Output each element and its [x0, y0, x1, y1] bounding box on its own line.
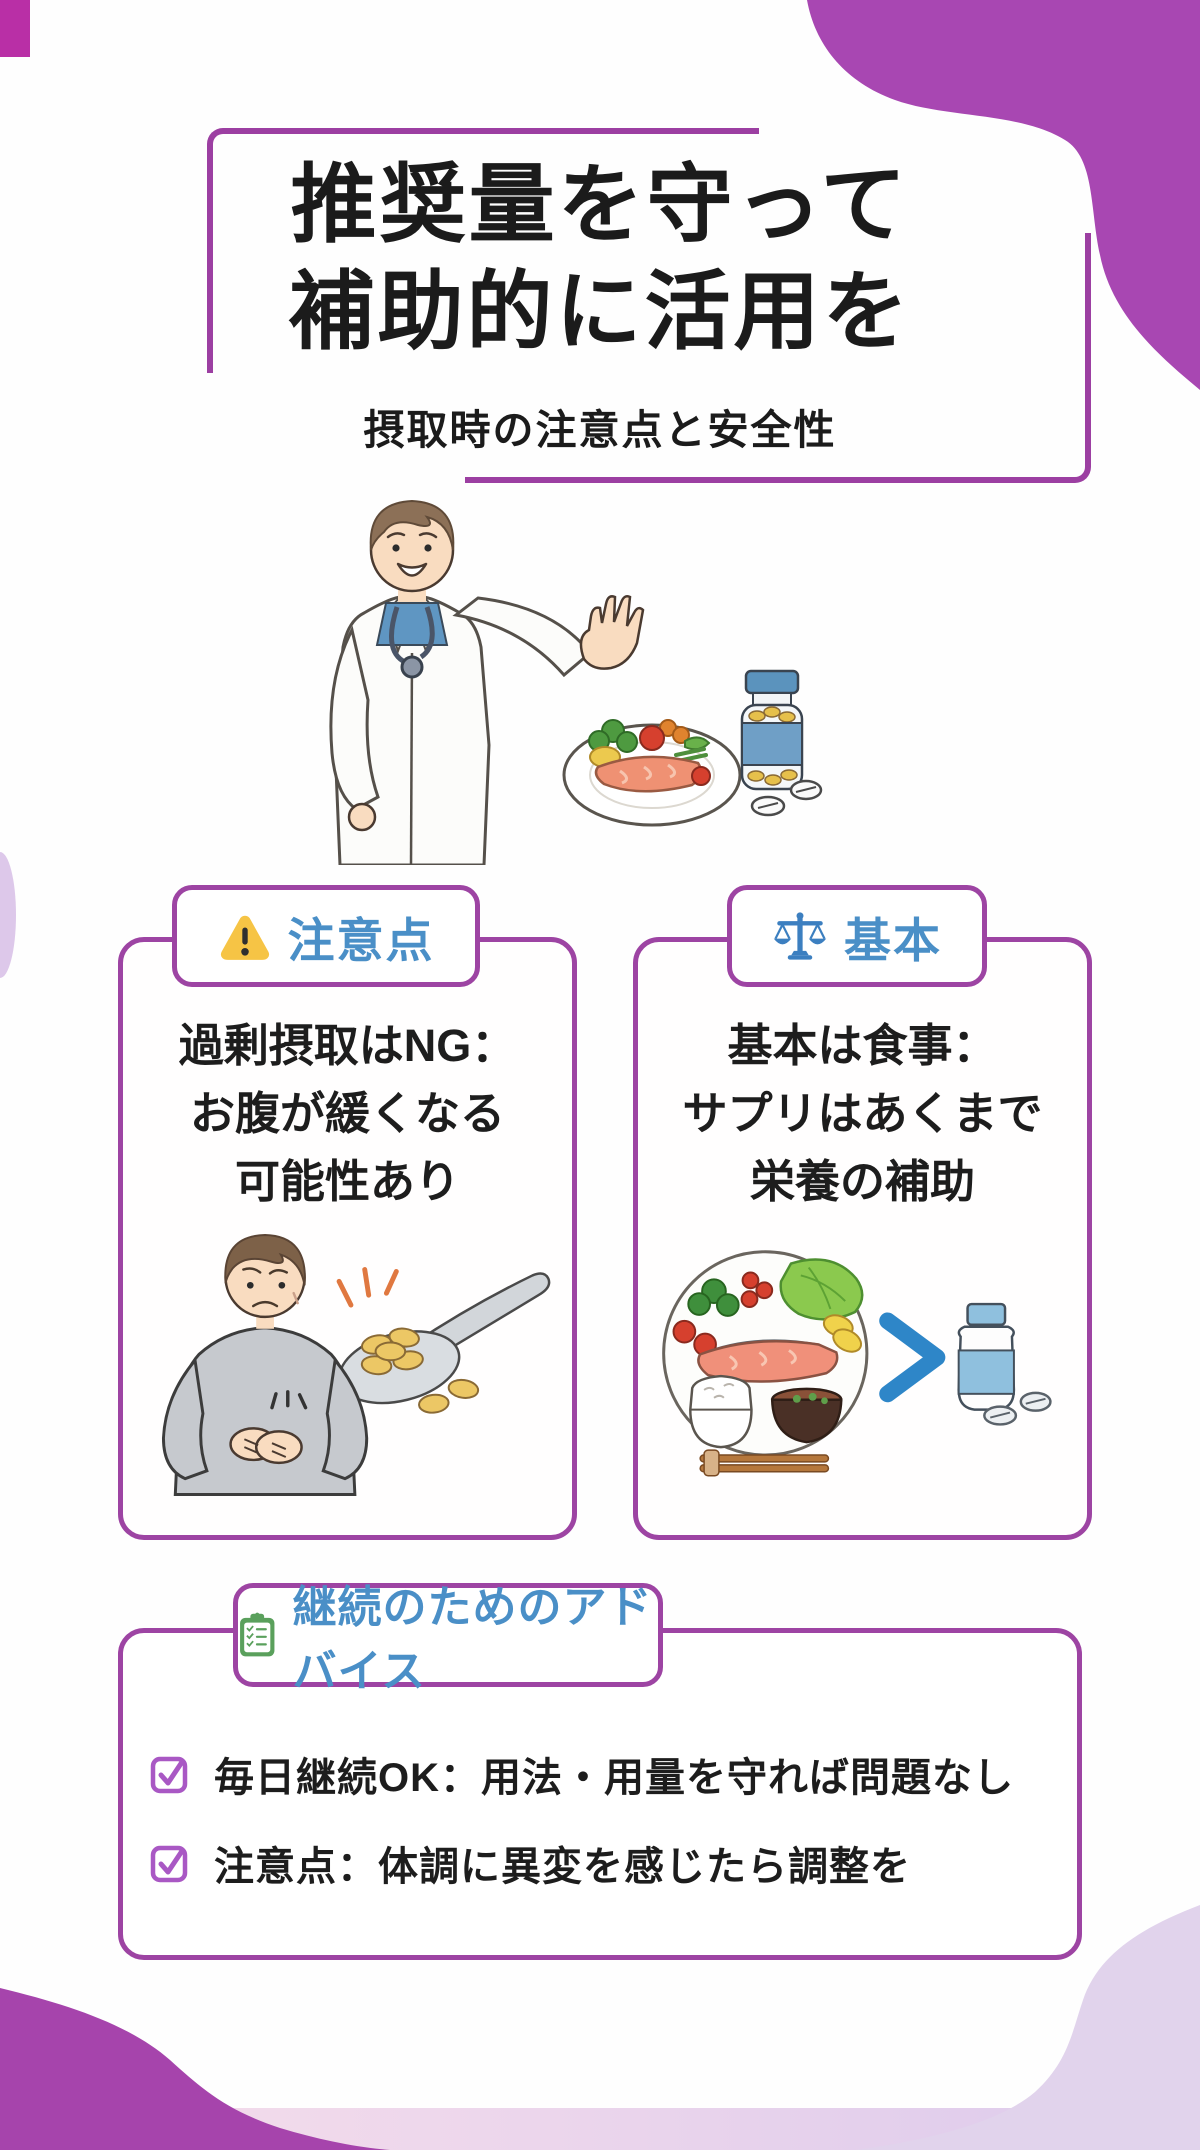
basics-line: 栄養の補助 — [749, 1156, 975, 1207]
pill-icons — [360, 1327, 480, 1414]
warning-badge-label: 注意点 — [287, 913, 435, 967]
basics-card: 基本は食事： サプリはあくまで 栄養の補助 — [633, 937, 1092, 1540]
checklist-item: 注意点：体調に異変を感じたら調整を — [150, 1834, 911, 1892]
warning-line: 過剰摂取はNG： — [178, 1020, 517, 1071]
checklist-item: 毎日継続OK：用法・用量を守れば問題なし — [150, 1745, 1014, 1803]
page-title-line2: 補助的に活用を — [288, 264, 912, 360]
basics-badge: 基本 — [727, 885, 987, 987]
greater-than-icon — [879, 1312, 946, 1403]
overdose-illustration — [161, 1234, 551, 1496]
warning-badge: 注意点 — [172, 885, 480, 987]
checklist-text: 毎日継続OK：用法・用量を守れば問題なし — [214, 1756, 1014, 1800]
warning-line: 可能性あり — [234, 1156, 460, 1207]
top-right-blob — [807, 0, 1200, 390]
advice-badge: 継続のためのアドバイス — [233, 1583, 663, 1696]
balance-scale-icon — [773, 912, 827, 960]
basics-line: サプリはあくまで — [682, 1088, 1043, 1139]
basics-badge-label: 基本 — [844, 913, 942, 967]
page-title-line1: 推奨量を守って — [290, 157, 910, 253]
title-bracket-top-left — [207, 128, 759, 373]
clipboard-checklist-icon — [240, 1612, 275, 1657]
left-edge-blob — [0, 852, 16, 978]
checkbox-checked-icon — [150, 1756, 188, 1794]
tablet-icons — [750, 779, 823, 817]
advice-badge-label: 継続のためのアドバイス — [292, 1583, 653, 1696]
warning-card: 過剰摂取はNG： お腹が緩くなる 可能性あり — [118, 937, 577, 1540]
page-title: 推奨量を守って 補助的に活用を — [0, 152, 1200, 366]
bottom-left-blob — [0, 1988, 390, 2150]
warning-triangle-icon — [220, 915, 269, 960]
meal-vs-supplement-illustration — [662, 1250, 1052, 1477]
checklist-text: 注意点：体調に異変を感じたら調整を — [214, 1845, 911, 1889]
basics-line: 基本は食事： — [727, 1020, 998, 1071]
bottom-right-blob — [855, 1905, 1200, 2150]
basics-card-text: 基本は食事： サプリはあくまで 栄養の補助 — [638, 1012, 1087, 1216]
page-subtitle: 摂取時の注意点と安全性 — [363, 407, 837, 453]
warning-card-text: 過剰摂取はNG： お腹が緩くなる 可能性あり — [123, 1012, 572, 1216]
warning-line: お腹が緩くなる — [189, 1088, 505, 1139]
top-left-accent-square — [0, 0, 30, 57]
checkbox-checked-icon — [150, 1845, 188, 1883]
title-bracket-bottom-right — [465, 233, 1091, 483]
doctor-illustration — [329, 499, 823, 865]
